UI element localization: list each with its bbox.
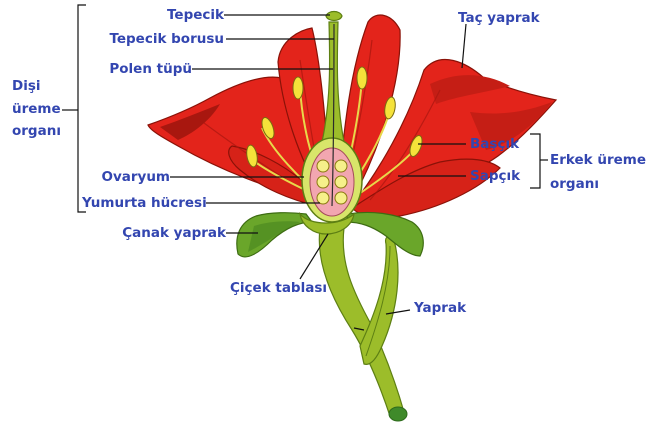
label-yaprak: Yaprak [414,300,466,316]
label-polen-tupu: Polen tüpü [92,61,192,77]
label-yumurta-hucresi: Yumurta hücresi [82,195,206,211]
label-disi-line2: üreme [12,101,61,117]
leaf [360,237,398,365]
label-bascik: Başçık [470,136,519,152]
label-erkek-line2: organı [550,176,599,192]
label-canak-yaprak: Çanak yaprak [110,225,226,241]
label-tepecik: Tepecik [140,7,224,23]
label-disi-line1: Dişi [12,78,41,94]
label-erkek-line1: Erkek üreme [550,152,646,168]
label-tepecik-borusu: Tepecik borusu [96,31,224,47]
label-sapcik: Sapçık [470,168,520,184]
label-tac-yaprak: Taç yaprak [458,10,540,26]
label-ovaryum: Ovaryum [80,169,170,185]
label-cicek-tablasi: Çiçek tablası [230,280,327,296]
label-disi-line3: organı [12,123,61,139]
stem [319,228,407,421]
